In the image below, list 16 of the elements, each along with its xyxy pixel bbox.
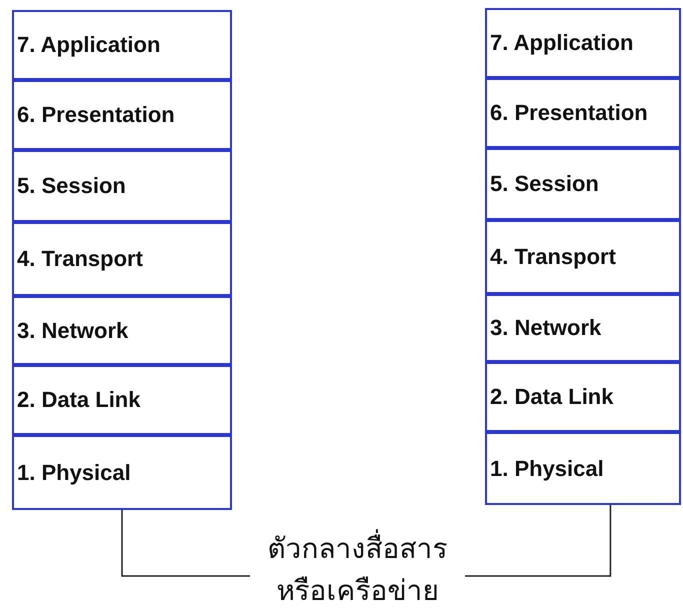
layer-box: 5. Session: [12, 150, 232, 222]
layer-box: 2. Data Link: [485, 362, 681, 432]
layer-box: 2. Data Link: [12, 365, 232, 435]
layer-box: 4. Transport: [485, 220, 681, 294]
layer-box: 6. Presentation: [12, 80, 232, 150]
layer-box: 1. Physical: [12, 435, 232, 510]
connector-line: [121, 510, 250, 577]
layer-box: 3. Network: [12, 296, 232, 365]
layer-box: 7. Application: [12, 10, 232, 80]
connector-line: [465, 505, 612, 577]
layer-box: 3. Network: [485, 294, 681, 362]
layer-box: 1. Physical: [485, 432, 681, 505]
layer-box: 7. Application: [485, 8, 681, 78]
layer-box: 6. Presentation: [485, 78, 681, 148]
layer-box: 4. Transport: [12, 222, 232, 296]
layer-box: 5. Session: [485, 148, 681, 220]
